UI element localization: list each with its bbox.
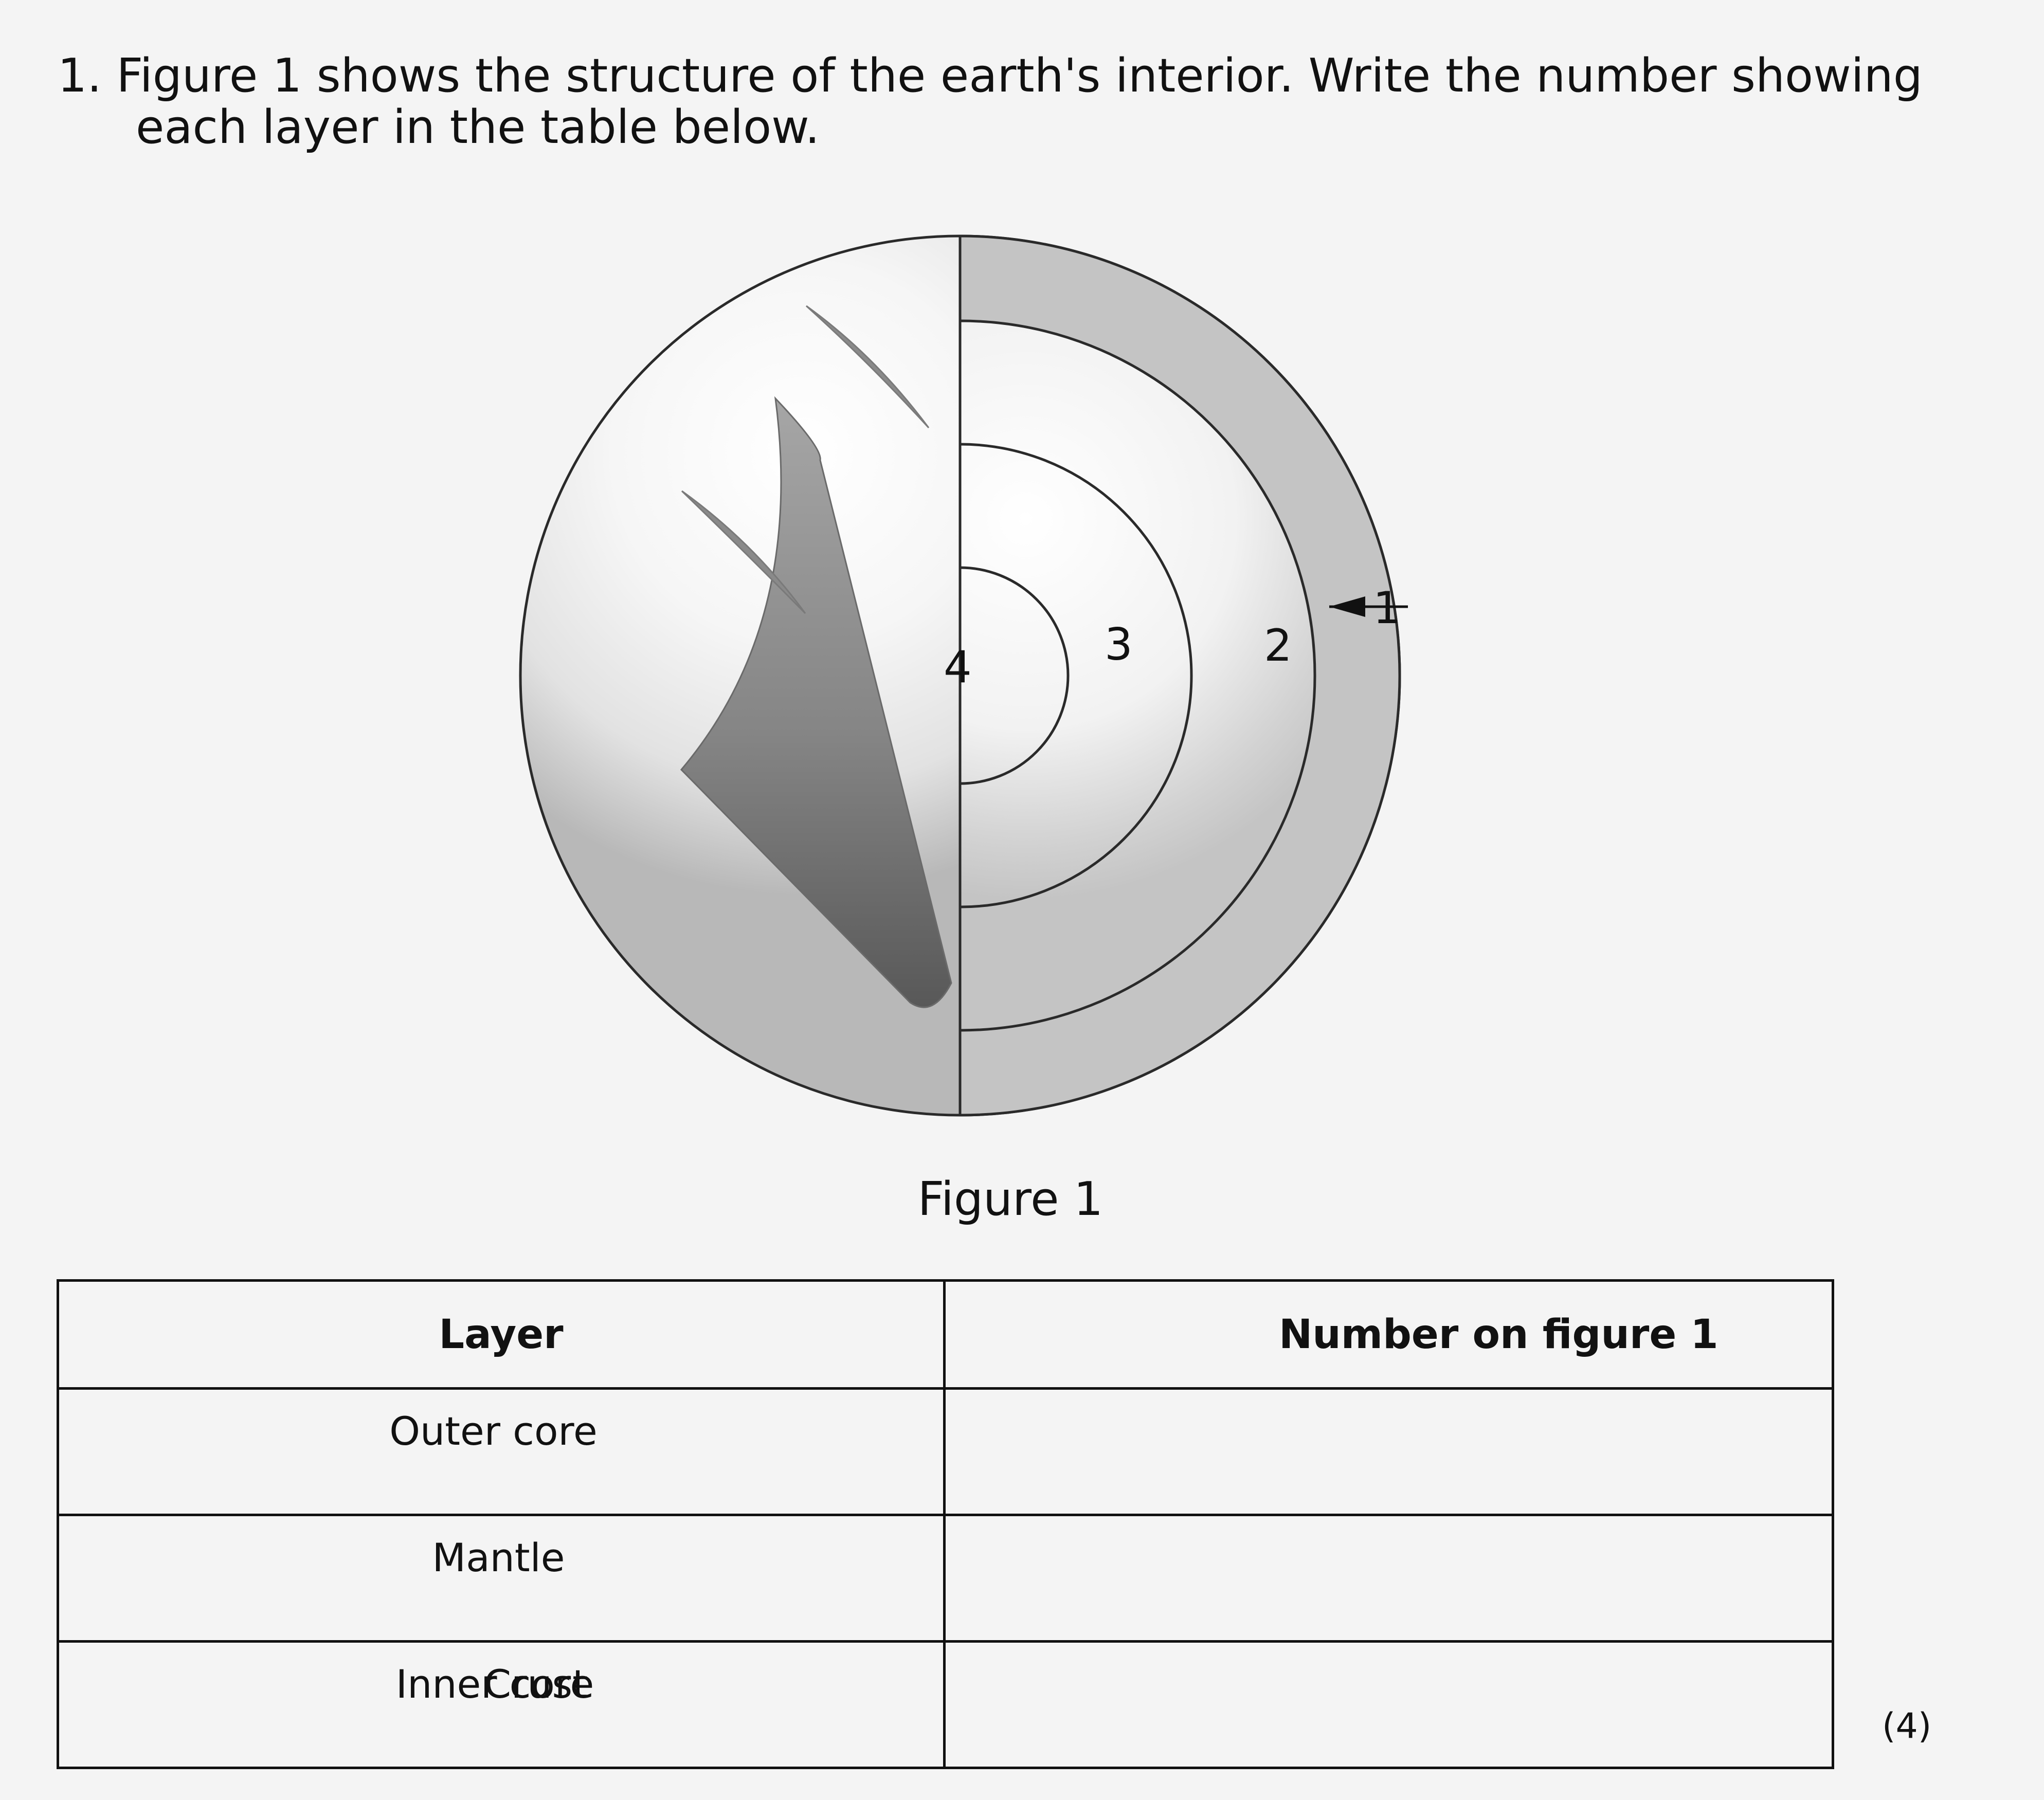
layer-label-crust: Crust — [484, 1661, 588, 1707]
layer-cell-overlapping: Inner core Crust — [57, 1640, 946, 1769]
surface-streak-lower — [681, 490, 806, 614]
table-header-row: Layer Number on figure 1 — [57, 1279, 1834, 1390]
question-text: 1. Figure 1 shows the structure of the e… — [58, 50, 2027, 153]
surface-streak-upper — [805, 305, 930, 429]
layer-cell: Outer core — [57, 1387, 946, 1516]
answer-cell[interactable] — [943, 1640, 1834, 1769]
marks-allocation: (4) — [1882, 1706, 1932, 1747]
question-line-1: 1. Figure 1 shows the structure of the e… — [58, 50, 1923, 103]
layer-label-inner-core: Inner core — [395, 1661, 594, 1707]
label-3: 3 — [1105, 619, 1133, 670]
table-row: Inner core Crust — [57, 1640, 1834, 1769]
label-1: 1 — [1373, 583, 1401, 634]
figure-caption: Figure 1 — [917, 1172, 1104, 1226]
inner-core-boundary — [960, 566, 1070, 785]
earth-structure-diagram: 1 2 3 4 — [519, 234, 1408, 1117]
header-number: Number on figure 1 — [943, 1279, 1834, 1390]
mantle-boundary — [958, 319, 1316, 1032]
layer-cell: Mantle — [57, 1514, 946, 1643]
header-layer: Layer — [57, 1279, 946, 1390]
answer-cell[interactable] — [943, 1514, 1834, 1643]
question-line-2: each layer in the table below. — [136, 100, 820, 153]
outer-core-boundary — [960, 443, 1193, 908]
surface-crack-shape — [680, 396, 952, 1008]
label-1-arrowhead — [1329, 596, 1365, 617]
table-row: Mantle — [57, 1514, 1834, 1643]
answer-cell[interactable] — [943, 1387, 1834, 1516]
table-row: Outer core — [57, 1387, 1834, 1516]
label-4: 4 — [944, 642, 972, 693]
layer-table: Layer Number on figure 1 Outer core Mant… — [57, 1279, 1834, 1769]
label-2: 2 — [1264, 620, 1292, 671]
